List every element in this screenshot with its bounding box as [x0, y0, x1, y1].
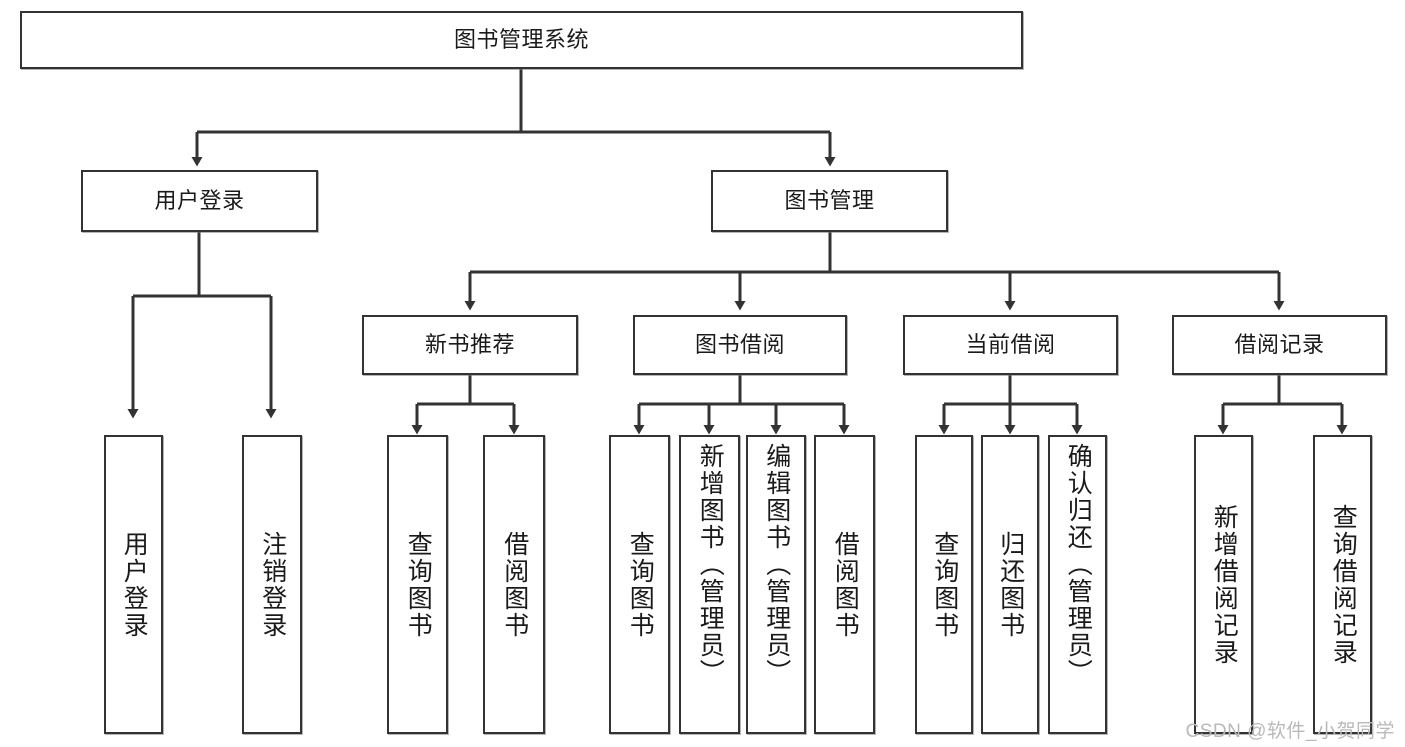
leaf-borrow-edit-book[interactable]: 编辑图书（管理员） [746, 435, 806, 734]
leaf-current-return-book[interactable]: 归还图书 [981, 435, 1039, 734]
node-root-label: 图书管理系统 [453, 26, 589, 52]
leaf-current-confirm-return-label: 确认归还（管理员） [1064, 443, 1093, 686]
leaf-recommend-query-book[interactable]: 查询图书 [387, 435, 448, 734]
leaf-borrow-query-book-label: 查询图书 [626, 530, 655, 639]
node-new-book-recommend[interactable]: 新书推荐 [362, 315, 578, 375]
leaf-borrow-query-book[interactable]: 查询图书 [609, 435, 670, 734]
node-user-login[interactable]: 用户登录 [81, 170, 318, 232]
node-new-book-recommend-label: 新书推荐 [424, 331, 515, 357]
node-user-login-label: 用户登录 [154, 187, 245, 213]
leaf-borrow-borrow-book-label: 借阅图书 [831, 530, 860, 639]
leaf-recommend-query-book-label: 查询图书 [404, 530, 433, 639]
leaf-user-login-signout[interactable]: 注销登录 [242, 435, 302, 734]
leaf-recommend-borrow-book[interactable]: 借阅图书 [483, 435, 545, 734]
node-book-borrow[interactable]: 图书借阅 [633, 315, 847, 375]
leaf-recommend-borrow-book-label: 借阅图书 [500, 530, 529, 639]
leaf-record-query-record[interactable]: 查询借阅记录 [1313, 435, 1372, 734]
node-book-borrow-label: 图书借阅 [694, 331, 785, 357]
node-current-borrow[interactable]: 当前借阅 [903, 315, 1118, 375]
leaf-borrow-borrow-book[interactable]: 借阅图书 [814, 435, 875, 734]
node-current-borrow-label: 当前借阅 [965, 331, 1056, 357]
leaf-current-return-book-label: 归还图书 [996, 530, 1025, 639]
leaf-current-confirm-return[interactable]: 确认归还（管理员） [1048, 435, 1107, 734]
node-borrow-record-label: 借阅记录 [1234, 331, 1325, 357]
leaf-borrow-add-book-label: 新增图书（管理员） [696, 443, 725, 686]
node-root[interactable]: 图书管理系统 [20, 11, 1023, 69]
leaf-record-add-record[interactable]: 新增借阅记录 [1194, 435, 1253, 734]
leaf-user-login-signin-label: 用户登录 [120, 530, 149, 639]
leaf-current-query-book[interactable]: 查询图书 [915, 435, 973, 734]
watermark: CSDN @软件_小贺同学 [1185, 721, 1395, 742]
node-borrow-record[interactable]: 借阅记录 [1172, 315, 1387, 375]
leaf-borrow-add-book[interactable]: 新增图书（管理员） [679, 435, 740, 734]
leaf-current-query-book-label: 查询图书 [930, 530, 959, 639]
node-book-management[interactable]: 图书管理 [711, 170, 948, 232]
leaf-user-login-signout-label: 注销登录 [258, 530, 287, 639]
leaf-user-login-signin[interactable]: 用户登录 [104, 435, 163, 734]
leaf-borrow-edit-book-label: 编辑图书（管理员） [762, 443, 791, 686]
leaf-record-add-record-label: 新增借阅记录 [1210, 503, 1239, 666]
node-book-management-label: 图书管理 [784, 187, 875, 213]
leaf-record-query-record-label: 查询借阅记录 [1329, 503, 1358, 666]
